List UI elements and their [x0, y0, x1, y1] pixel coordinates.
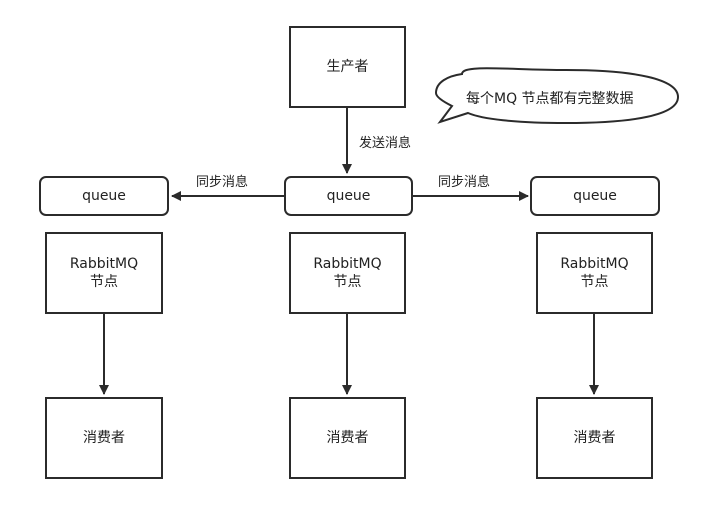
producer-box: 生产者 [289, 26, 406, 108]
queue-right-label: queue [573, 188, 617, 204]
node-center-line2: 节点 [333, 274, 362, 290]
rabbitmq-node-left: RabbitMQ 节点 [45, 232, 163, 314]
node-right-line2: 节点 [580, 274, 609, 290]
callout-bubble [434, 67, 680, 125]
consumer-right-label: 消费者 [573, 430, 616, 446]
consumer-right: 消费者 [536, 397, 653, 479]
node-left-line1: RabbitMQ [69, 256, 139, 272]
node-center-line1: RabbitMQ [313, 256, 382, 272]
queue-center: queue [284, 176, 413, 216]
node-right-line1: RabbitMQ [560, 256, 629, 272]
queue-center-label: queue [326, 188, 371, 204]
producer-label: 生产者 [326, 59, 369, 75]
queue-right: queue [530, 176, 660, 216]
sync-right-label: 同步消息 [438, 175, 491, 190]
queue-left-label: queue [82, 188, 126, 204]
consumer-center-label: 消费者 [326, 430, 369, 446]
rabbitmq-node-right: RabbitMQ 节点 [536, 232, 653, 314]
sync-left-label: 同步消息 [196, 175, 249, 190]
callout-text: 每个MQ 节点都有完整数据 [466, 91, 634, 107]
consumer-left-label: 消费者 [83, 430, 125, 446]
rabbitmq-node-center: RabbitMQ 节点 [289, 232, 406, 314]
send-message-label: 发送消息 [359, 136, 412, 151]
queue-left: queue [39, 176, 169, 216]
node-left-line2: 节点 [90, 274, 118, 290]
consumer-center: 消费者 [289, 397, 406, 479]
consumer-left: 消费者 [45, 397, 163, 479]
